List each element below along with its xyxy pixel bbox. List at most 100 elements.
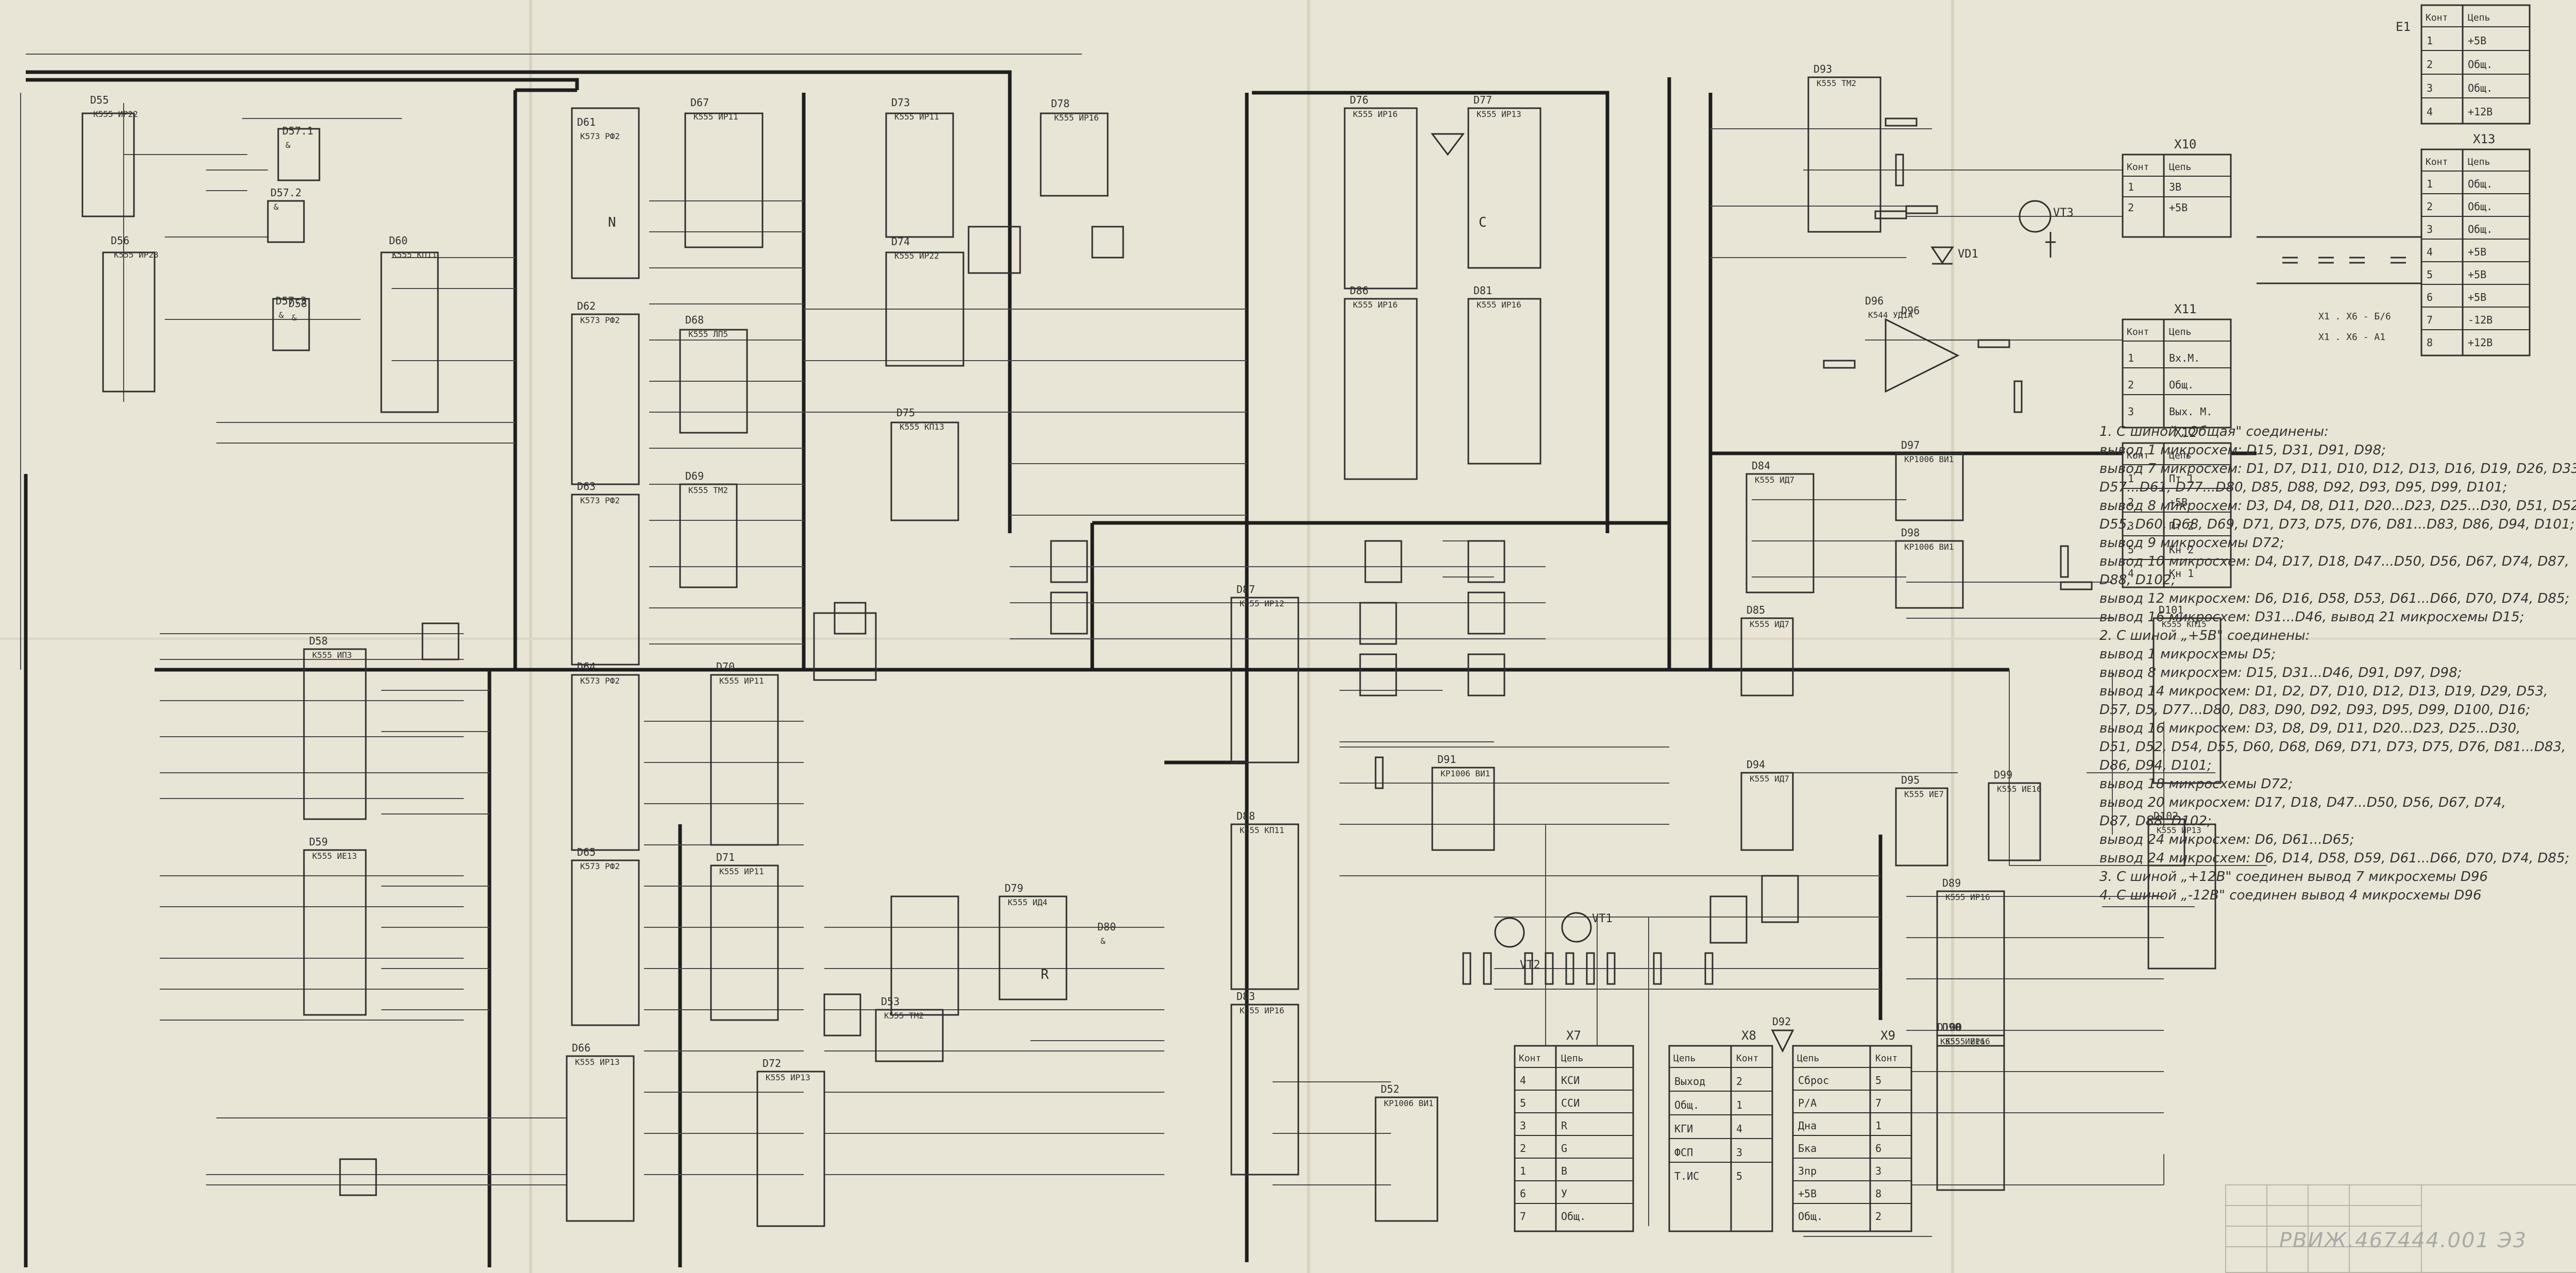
chip-type-d57a: & xyxy=(285,140,291,150)
connector-cell: 5 xyxy=(1875,1074,1882,1087)
connector-cell: Бка xyxy=(1798,1142,1817,1155)
note-line: вывод 18 микросхемы D72; xyxy=(2099,776,2293,792)
connector-ref-x8: X8 xyxy=(1741,1028,1756,1043)
chip-ref-d75: D75 xyxy=(896,406,915,419)
connector-cell: +12В xyxy=(2468,336,2493,349)
connector-cell: 1 xyxy=(2128,472,2134,485)
chip-ref-d74: D74 xyxy=(891,235,910,248)
chip-type-d79: К555 ИД4 xyxy=(1008,897,1047,907)
chip-ref-d58: D58 xyxy=(289,297,307,310)
connector-cell: 2 xyxy=(1520,1142,1526,1155)
note-line: D57...D61, D77...D80, D85, D88, D92, D93… xyxy=(2099,480,2507,495)
x13-caption: X1 . X6 - Б/6 xyxy=(2318,311,2391,322)
chip-ref-d96: D96 xyxy=(1865,295,1884,307)
connector-cell: 7 xyxy=(2427,314,2433,326)
connector-cell: 2 xyxy=(2128,201,2134,214)
chip-ref-d85: D85 xyxy=(1747,604,1765,616)
chip-ref-d59: D59 xyxy=(309,836,328,848)
connector-header-b-x8: Конт xyxy=(1736,1053,1758,1064)
connector-cell: +5В xyxy=(2468,35,2486,47)
connector-header-a-x8: Цепь xyxy=(1673,1053,1696,1064)
note-line: 3. С шиной „+12В" соединен вывод 7 микро… xyxy=(2099,869,2488,885)
connector-cell: 5 xyxy=(2128,544,2134,556)
note-line: вывод 16 микросхем: D31...D46, вывод 21 … xyxy=(2099,609,2524,625)
vt3-label: VT3 xyxy=(2053,207,2074,219)
chip-type-d63: К573 РФ2 xyxy=(580,496,620,505)
connector-cell: R xyxy=(1561,1119,1568,1132)
connector-cell: Вх.М. xyxy=(2169,352,2200,364)
connector-cell: 4 xyxy=(2128,567,2134,580)
note-line: вывод 24 микросхем: D6, D61...D65; xyxy=(2099,832,2354,847)
chip-type-d84: К555 ИД7 xyxy=(1755,475,1794,485)
chip-type-d57c: & xyxy=(279,310,284,320)
connector-header-b-x9: Конт xyxy=(1875,1053,1897,1064)
connector-cell: ССИ xyxy=(1561,1097,1580,1109)
main-buses xyxy=(24,70,2257,1267)
note-line: D51, D52, D54, D55, D60, D68, D69, D71, … xyxy=(2099,739,2566,755)
d92-label: D92 xyxy=(1772,1015,1791,1028)
connector-cell: Общ. xyxy=(2468,58,2493,71)
connector-cell: 3 xyxy=(1736,1146,1742,1159)
chip-type-d70: К555 ИР11 xyxy=(719,676,764,686)
connector-cell: +5В xyxy=(2468,268,2486,281)
chip-type-d101: К555 КП15 xyxy=(2162,619,2207,629)
connector-cell: У xyxy=(1561,1187,1567,1200)
chip-ref-d70: D70 xyxy=(716,660,735,673)
chip-ref-d61: D61 xyxy=(577,116,596,128)
connector-cell: G xyxy=(1561,1142,1567,1155)
connector-ref-x12: X12 xyxy=(2174,426,2196,440)
chip-ref-d69: D69 xyxy=(685,470,704,482)
chip-type-d64: К573 РФ2 xyxy=(580,676,620,686)
chip-ref-d93: D93 xyxy=(1814,63,1832,75)
connector-header-a-x10: Конт xyxy=(2127,162,2149,173)
connector-cell: 4 xyxy=(2427,246,2433,258)
connector-cell: 4 xyxy=(2427,106,2433,118)
note-line: вывод 1 микросхемы D5; xyxy=(2099,647,2276,662)
connector-cell: 1 xyxy=(2427,35,2433,47)
chip-type-d99: К555 ИЕ16 xyxy=(1997,784,2042,794)
chip-ref-d97: D97 xyxy=(1901,439,1920,451)
connector-cell: Общ. xyxy=(1561,1210,1586,1223)
chip-type-d56: К555 ИР23 xyxy=(114,250,159,260)
connector-cell: Пт 1 xyxy=(2169,472,2194,485)
chip-ref-d94: D94 xyxy=(1747,758,1765,771)
schematic-notes: 1. С шиной „Общая" соединены:вывод 1 мик… xyxy=(2099,422,2576,905)
note-line: вывод 8 микросхем: D15, D31...D46, D91, … xyxy=(2099,665,2462,681)
chip-ref-d98: D98 xyxy=(1901,527,1920,539)
chip-type-d90: К555 ИР16 xyxy=(1945,1037,1990,1046)
chip-ref-d86: D86 xyxy=(1350,284,1368,297)
chip-ref-d77: D77 xyxy=(1473,94,1492,106)
drawing-stamp: РВИЖ.467444.001 Э3 xyxy=(2279,1229,2527,1252)
c-label: C xyxy=(1479,215,1487,230)
chip-ref-d100: D100 xyxy=(1937,1021,1962,1033)
note-line: 4. С шиной „-12В" соединен вывод 4 микро… xyxy=(2099,888,2482,903)
vt1-label: VT1 xyxy=(1592,912,1613,925)
chip-ref-d78: D78 xyxy=(1051,97,1070,110)
connector-ref-x9: X9 xyxy=(1880,1028,1895,1043)
connector-cell: 7 xyxy=(1520,1210,1526,1223)
connector-header-a-x9: Цепь xyxy=(1797,1053,1819,1064)
note-line: вывод 8 микросхем: D3, D4, D8, D11, D20.… xyxy=(2099,498,2576,514)
connector-cell: 2 xyxy=(2128,496,2134,508)
connector-cell: 2 xyxy=(1875,1210,1882,1223)
connector-cell: 8 xyxy=(1875,1187,1882,1200)
connector-cell: Общ. xyxy=(1674,1099,1699,1111)
connector-ref-x11: X11 xyxy=(2174,302,2196,316)
chip-type-d57b: & xyxy=(274,202,279,212)
connector-cell: Р/А xyxy=(1798,1097,1817,1109)
chip-ref-d57c: D57.3 xyxy=(276,295,307,307)
connector-cell: Общ. xyxy=(1798,1210,1823,1223)
chip-type-d60: К555 КП11 xyxy=(392,250,437,260)
connector-cell: Пт 2 xyxy=(2169,520,2194,532)
chip-type-d52: КР1006 ВИ1 xyxy=(1384,1098,1433,1108)
note-line: D86, D94, D101; xyxy=(2099,758,2212,773)
note-line: вывод 20 микросхем: D17, D18, D47...D50,… xyxy=(2099,795,2506,810)
vt2-label: VT2 xyxy=(1520,959,1540,972)
connector-cell: 1 xyxy=(1736,1099,1742,1111)
chip-ref-d71: D71 xyxy=(716,851,735,863)
connector-cell: 3 xyxy=(2427,82,2433,94)
connector-header-a-e1: Конт xyxy=(2426,12,2448,23)
connector-cell: +5В xyxy=(2468,246,2486,258)
chip-ref-d58b: D58 xyxy=(309,635,328,647)
